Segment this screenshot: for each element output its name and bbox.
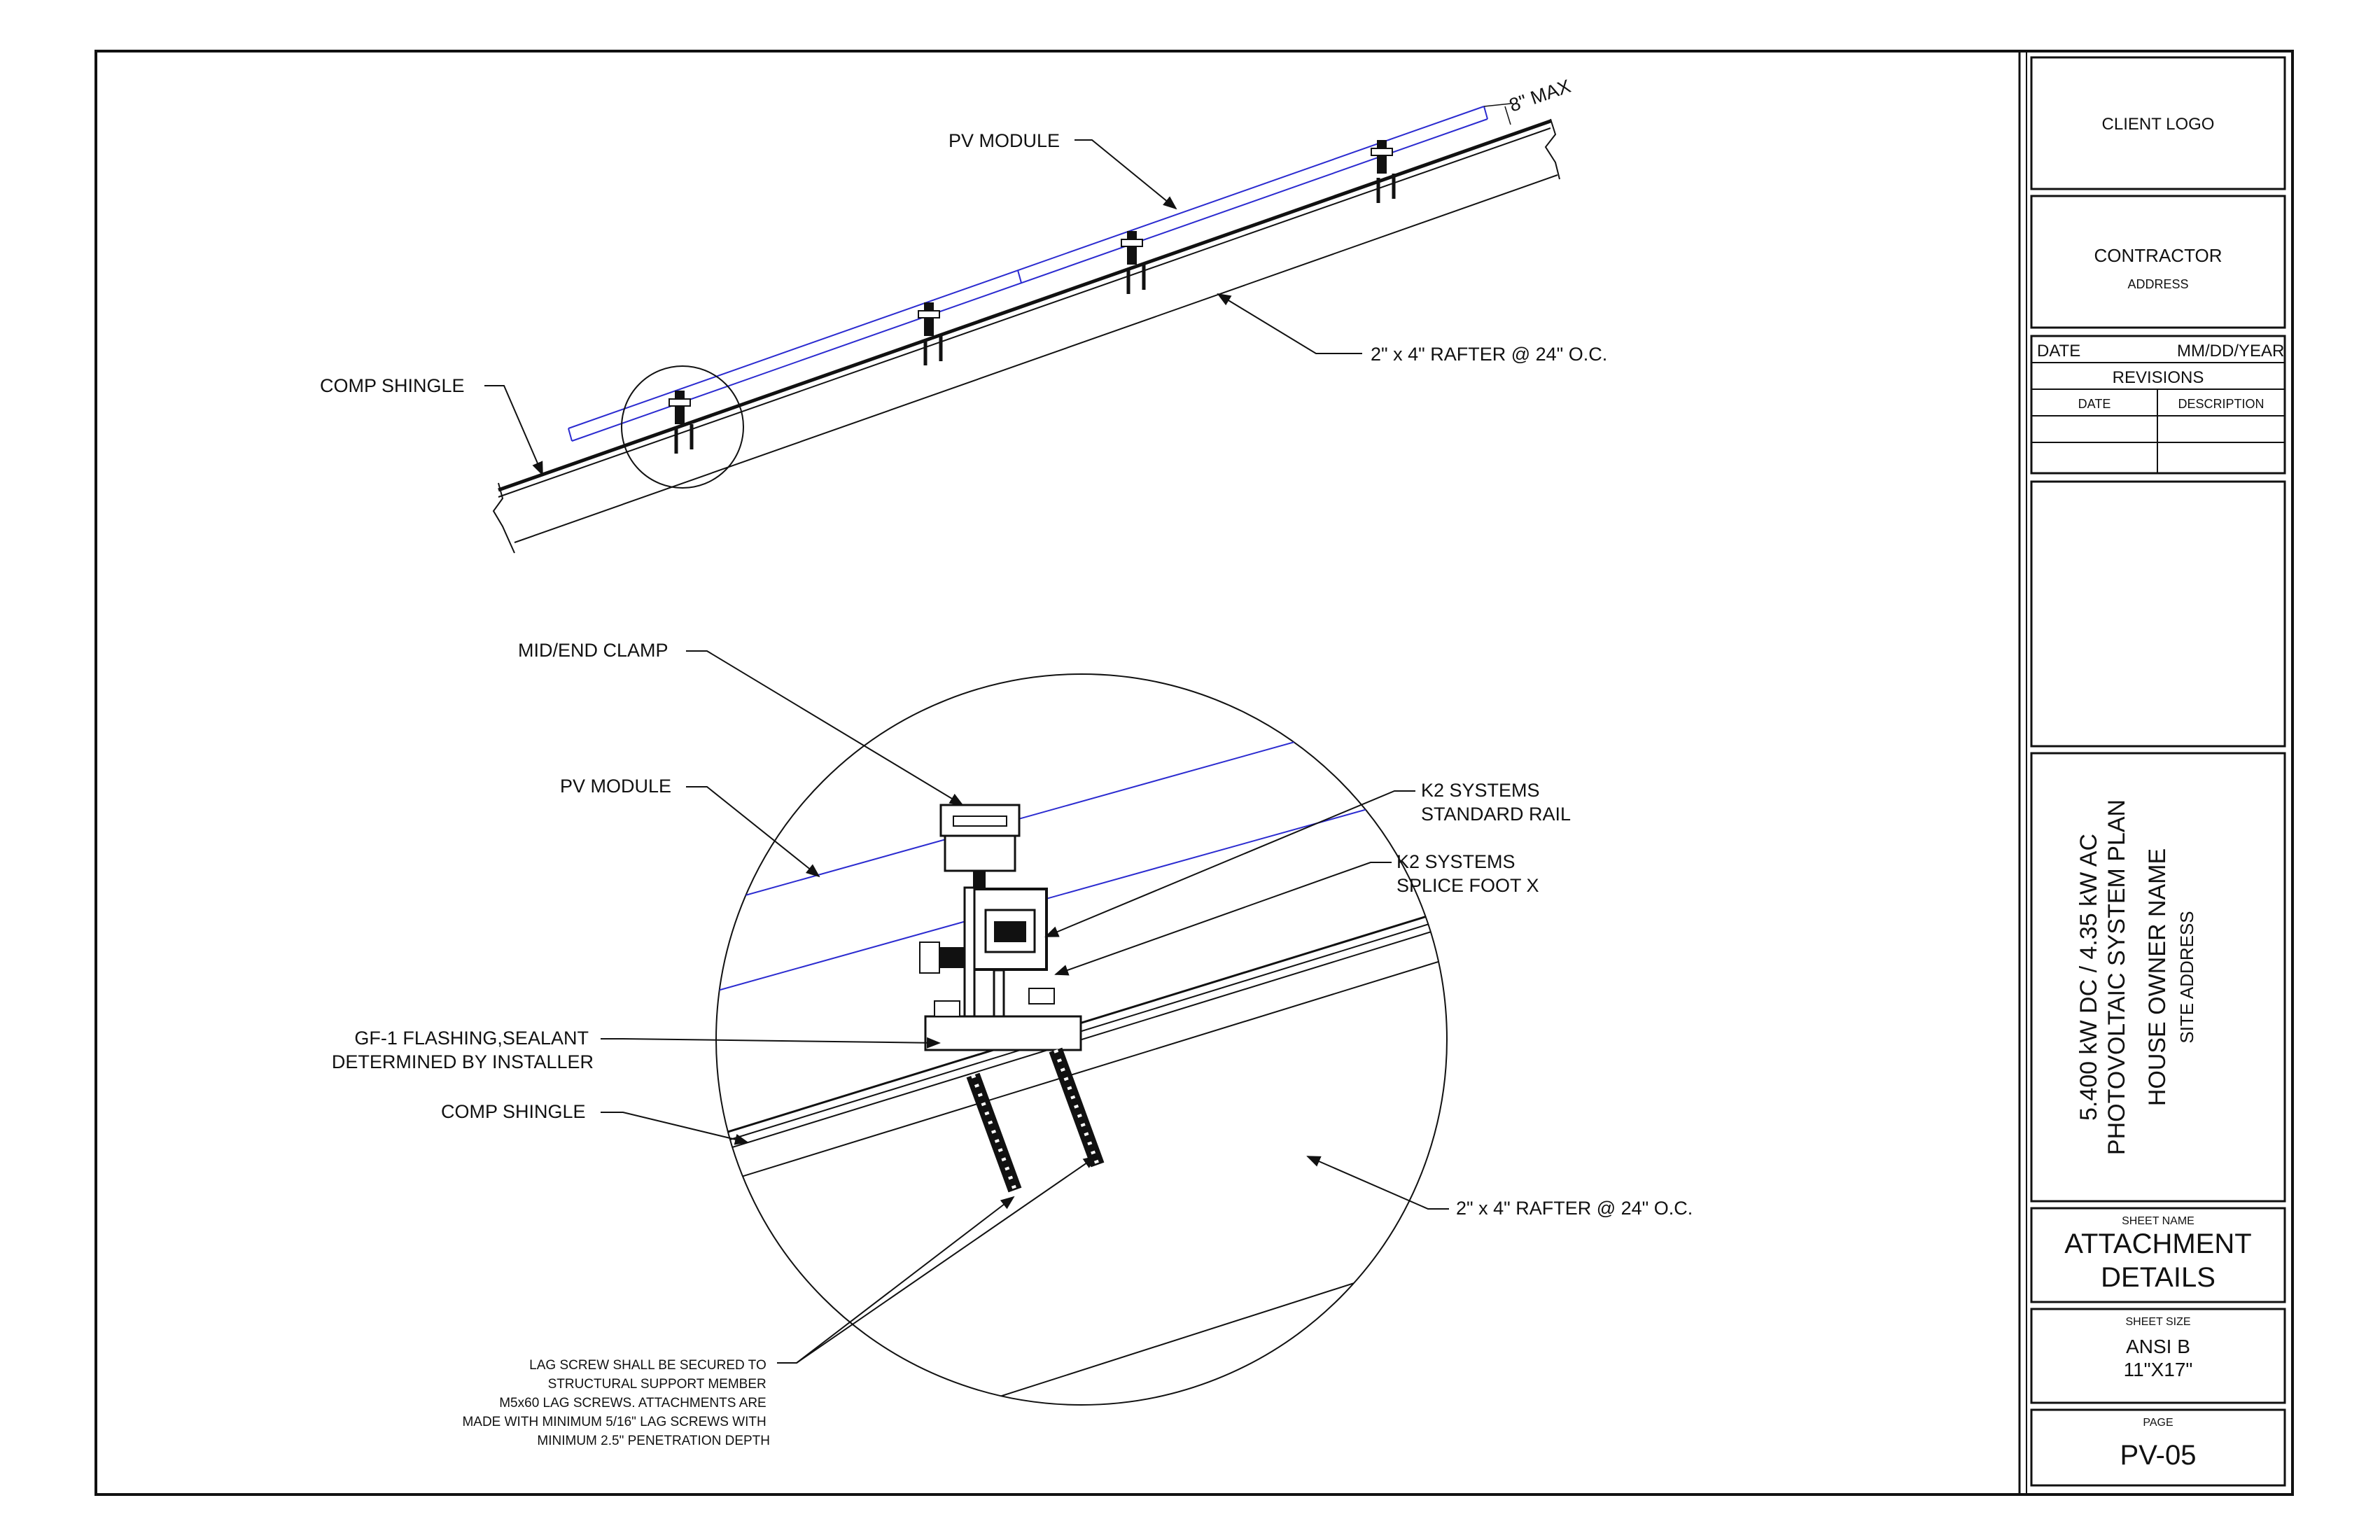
flashing-label-line-2: DETERMINED BY INSTALLER	[332, 1051, 594, 1072]
lower-detail: MID/END CLAMP PV MODULE K2 SYSTEMS STAND…	[332, 640, 1693, 1448]
sheet-name-box	[2030, 1207, 2286, 1303]
splice-foot-label-line-1: K2 SYSTEMS	[1396, 851, 1516, 872]
lower-pv-module-leader	[686, 786, 820, 878]
date-label: DATE	[2037, 342, 2080, 360]
owner-name: HOUSE OWNER NAME	[2144, 848, 2171, 1106]
rail-label: K2 SYSTEMS STANDARD RAIL	[1421, 780, 1571, 825]
splice-foot-label-line-2: SPLICE FOOT X	[1396, 875, 1539, 896]
upper-rafter-leader	[1217, 293, 1362, 354]
sheet-size-line-2: 11"X17"	[2124, 1359, 2193, 1380]
blank-box	[2030, 480, 2286, 748]
lag-screw-leader-2	[796, 1155, 1098, 1364]
sheet-name-line-2: DETAILS	[2101, 1262, 2216, 1293]
upper-comp-shingle-label: COMP SHINGLE	[320, 375, 465, 396]
rail-label-line-1: K2 SYSTEMS	[1421, 780, 1540, 801]
lag-screw-note-line-3: M5x60 LAG SCREWS. ATTACHMENTS ARE	[499, 1396, 766, 1410]
lower-comp-shingle-leader	[601, 1112, 749, 1145]
upper-pv-module-label: PV MODULE	[948, 130, 1060, 151]
rev-date-header: DATE	[2078, 397, 2111, 411]
sheet-size-label: SHEET SIZE	[2125, 1316, 2190, 1328]
upper-mount-3	[1121, 231, 1146, 294]
sheet-name-line-1: ATTACHMENT	[2064, 1228, 2251, 1259]
sheet-name-label: SHEET NAME	[2122, 1215, 2194, 1227]
lower-rafter-top	[716, 951, 1447, 1212]
splice-foot-leader	[1054, 862, 1392, 976]
site-address: SITE ADDRESS	[2176, 911, 2197, 1043]
upper-mount-1	[668, 391, 694, 454]
upper-rafter	[514, 174, 1558, 543]
k2-standard-rail	[972, 888, 1048, 971]
date-value: MM/DD/YEAR	[2177, 342, 2284, 360]
sheet-border	[94, 50, 2294, 1496]
lag-screw-note-line-2: STRUCTURAL SUPPORT MEMBER	[548, 1377, 766, 1392]
project-info-box	[2030, 752, 2286, 1203]
lag-screw-note-line-5: MINIMUM 2.5" PENETRATION DEPTH	[537, 1434, 770, 1448]
lower-pv-module-bottom	[716, 780, 1447, 1016]
lower-pv-module-top	[716, 692, 1447, 928]
lag-screw-note-line-4: MADE WITH MINIMUM 5/16" LAG SCREWS WITH	[462, 1415, 766, 1429]
rev-description-header: DESCRIPTION	[2178, 397, 2264, 411]
flashing-label: GF-1 FLASHING,SEALANT DETERMINED BY INST…	[332, 1028, 594, 1072]
lag-screw-2	[1049, 1047, 1105, 1168]
lower-rafter-label: 2" x 4" RAFTER @ 24" O.C.	[1456, 1198, 1693, 1219]
contractor-box	[2030, 195, 2286, 329]
upper-comp-shingle-leader	[484, 385, 543, 476]
plan-title: PHOTOVOLTAIC SYSTEM PLAN	[2104, 799, 2130, 1155]
mid-end-clamp	[939, 804, 1021, 896]
lag-screw-note-line-1: LAG SCREW SHALL BE SECURED TO	[529, 1358, 766, 1373]
gf1-flashing	[924, 988, 1082, 1051]
contractor-name: CONTRACTOR	[2094, 245, 2222, 266]
lag-screw-1	[966, 1072, 1022, 1193]
lag-screw-note: LAG SCREW SHALL BE SECURED TO STRUCTURAL…	[462, 1358, 770, 1448]
splice-foot-label: K2 SYSTEMS SPLICE FOOT X	[1396, 851, 1539, 896]
upper-rafter-label: 2" x 4" RAFTER @ 24" O.C.	[1371, 344, 1607, 365]
upper-pv-module	[568, 106, 1488, 442]
page-number: PV-05	[2120, 1440, 2197, 1471]
title-block: CLIENT LOGO CONTRACTOR ADDRESS DATE MM/D…	[2018, 51, 2286, 1494]
sheet-size-box	[2030, 1308, 2286, 1404]
upper-mount-2	[918, 302, 943, 365]
rail-label-line-2: STANDARD RAIL	[1421, 804, 1571, 825]
system-size: 5.400 kW DC / 4.35 kW AC	[2076, 834, 2102, 1121]
upper-mount-4	[1371, 140, 1396, 203]
lower-pv-module-label: PV MODULE	[560, 776, 671, 797]
mid-end-clamp-label: MID/END CLAMP	[518, 640, 668, 661]
upper-pv-module-leader	[1074, 139, 1177, 210]
lower-rafter-bottom	[769, 1245, 1447, 1405]
client-logo: CLIENT LOGO	[2102, 115, 2215, 134]
page-label: PAGE	[2143, 1417, 2173, 1429]
mid-end-clamp-leader	[686, 650, 964, 806]
contractor-address: ADDRESS	[2127, 277, 2188, 291]
flashing-leader	[601, 1037, 941, 1049]
detail-callout-circle	[621, 365, 744, 489]
upper-detail: PV MODULE 8" MAX 2" x 4" RAFTER @ 24" O.…	[320, 76, 1607, 554]
revisions-label: REVISIONS	[2113, 368, 2204, 387]
flashing-label-line-1: GF-1 FLASHING,SEALANT	[354, 1028, 588, 1049]
revisions-table: DATE MM/DD/YEAR REVISIONS DATE DESCRIPTI…	[2030, 335, 2286, 475]
upper-roof-deck	[498, 119, 1551, 492]
break-line-left	[492, 482, 515, 554]
rail-leader	[1044, 790, 1415, 937]
k2-splice-foot	[919, 886, 1005, 1019]
lag-screw-leader-1	[777, 1196, 1015, 1364]
max-gap-label: 8" MAX	[1506, 76, 1573, 116]
page-box	[2030, 1408, 2286, 1487]
sheet-size-line-1: ANSI B	[2126, 1336, 2190, 1357]
client-logo-box	[2030, 56, 2286, 190]
lower-comp-shingle-label: COMP SHINGLE	[441, 1101, 586, 1122]
lower-rafter-leader	[1306, 1156, 1449, 1210]
break-line-right	[1544, 118, 1560, 180]
